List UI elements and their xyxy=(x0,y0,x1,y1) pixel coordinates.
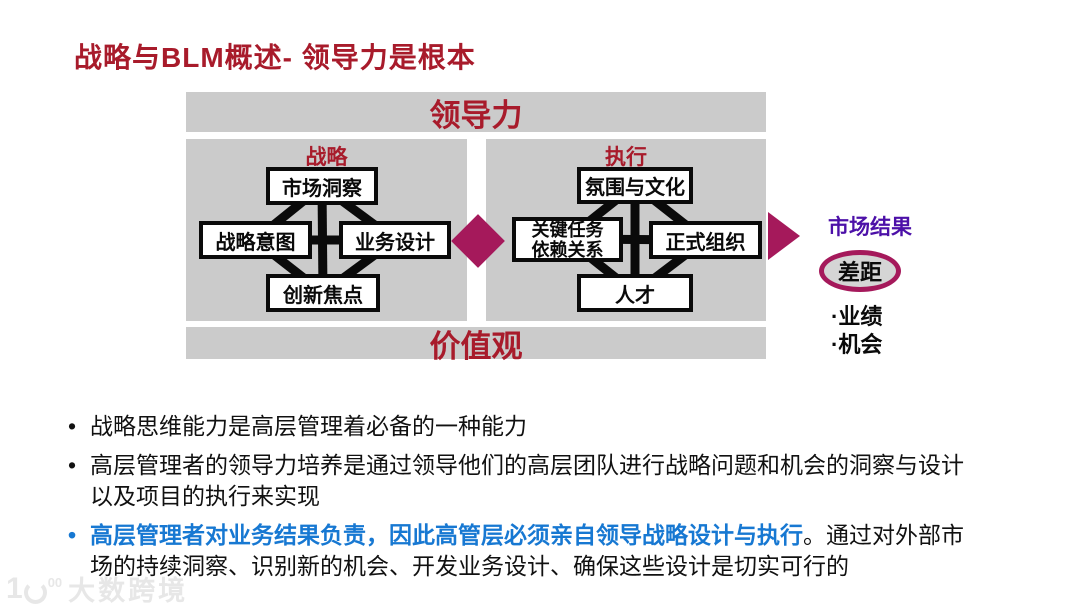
bullet-item-2: • 高层管理者的领导力培养是通过领导他们的高层团队进行战略问题和机会的洞察与设计… xyxy=(68,450,983,512)
page-title: 战略与BLM概述- 领导力是根本 xyxy=(74,42,476,73)
bullet-marker: • xyxy=(68,452,77,478)
values-banner: 价值观 xyxy=(186,327,766,364)
bullet-text-2: 高层管理者的领导力培养是通过领导他们的高层团队进行战略问题和机会的洞察与设计以及… xyxy=(90,452,964,509)
node-strategic-intent: 战略意图 xyxy=(199,221,312,259)
gap-oval: 差距 xyxy=(819,250,901,292)
brand-logo-icon: 1 00 xyxy=(6,571,63,605)
swirl-icon xyxy=(23,580,47,604)
watermark: 1 00 大数跨境 xyxy=(6,569,188,608)
bullet-item-1: • 战略思维能力是高层管理着必备的一种能力 xyxy=(68,411,983,442)
brand-logo-superscript: 00 xyxy=(47,574,63,590)
node-climate-culture: 氛围与文化 xyxy=(577,167,693,204)
node-business-design: 业务设计 xyxy=(339,221,451,259)
strategy-panel: 战略 市场洞察 战略意图 业务设计 创新焦点 xyxy=(186,139,467,321)
market-item-opportunity: ·机会 xyxy=(831,332,883,357)
bullet-text-3-highlight: 高层管理者对业务结果负责，因此高管层必须亲自领导战略设计与执行 xyxy=(90,522,803,548)
execution-panel: 执行 氛围与文化 关键任务 依赖关系 正式组织 人才 xyxy=(486,139,766,321)
strategy-panel-label: 战略 xyxy=(305,146,348,169)
node-critical-tasks: 关键任务 依赖关系 xyxy=(512,217,623,262)
bullet-marker: • xyxy=(68,413,77,439)
node-formal-organization: 正式组织 xyxy=(649,221,762,259)
node-market-insight: 市场洞察 xyxy=(266,167,378,205)
leadership-banner-label: 领导力 xyxy=(429,97,523,133)
values-banner-label: 价值观 xyxy=(429,328,523,364)
leadership-banner: 领导力 xyxy=(186,92,766,133)
bullet-text-3-rest: 。通过对外部市场的持续洞察、识别新的机会、开发业务设计、确保这些设计是切实可行的 xyxy=(90,522,964,579)
bullet-text-1: 战略思维能力是高层管理着必备的一种能力 xyxy=(90,413,527,439)
bullet-list: • 战略思维能力是高层管理着必备的一种能力 • 高层管理者的领导力培养是通过领导… xyxy=(68,411,983,582)
flow-arrow-icon xyxy=(768,212,800,260)
brand-logo-digit: 1 xyxy=(6,571,23,605)
node-innovation-focus: 创新焦点 xyxy=(266,274,380,312)
gap-label: 差距 xyxy=(837,260,882,285)
bullet-text-3: 高层管理者对业务结果负责，因此高管层必须亲自领导战略设计与执行。通过对外部市场的… xyxy=(90,520,983,582)
bullet-marker: • xyxy=(68,522,77,548)
market-result-title: 市场结果 xyxy=(828,216,912,239)
node-talent: 人才 xyxy=(577,274,693,312)
watermark-brand-text: 大数跨境 xyxy=(68,576,189,606)
market-item-performance: ·业绩 xyxy=(831,304,883,329)
execution-panel-label: 执行 xyxy=(605,146,647,169)
bullet-item-3: • 高层管理者对业务结果负责，因此高管层必须亲自领导战略设计与执行。通过对外部市… xyxy=(68,520,983,582)
